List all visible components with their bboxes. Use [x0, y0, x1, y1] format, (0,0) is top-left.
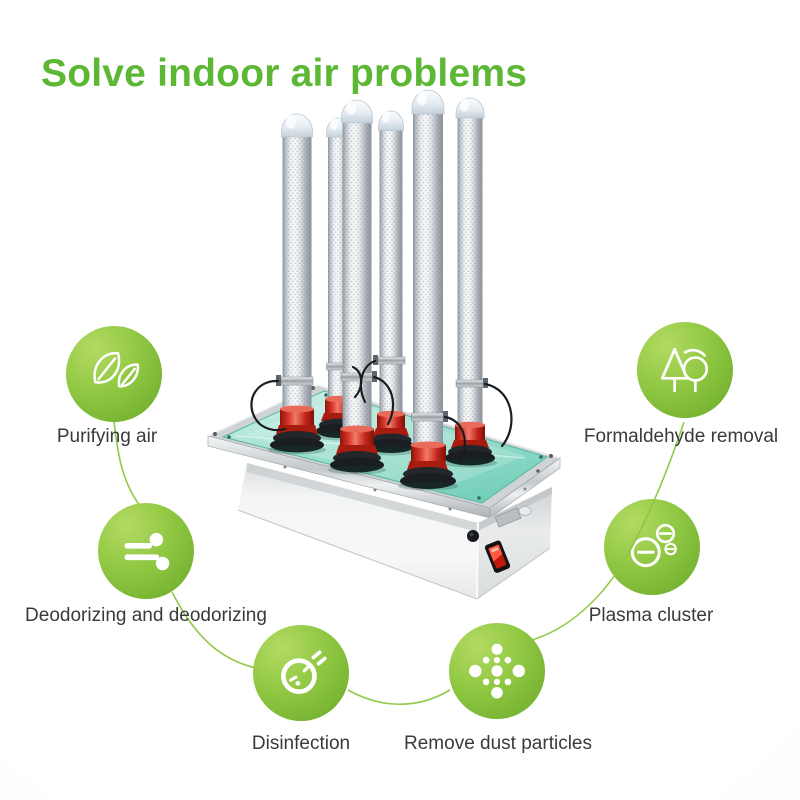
rubber-base: [268, 431, 326, 455]
power-switch: [484, 540, 511, 573]
product-image: [206, 89, 561, 600]
tube-clamp: [455, 379, 485, 388]
feature-badge-formaldehyde-removal: [637, 322, 733, 418]
feature-label-plasma-cluster: Plasma cluster: [588, 605, 714, 626]
feature-badge-remove-dust: [449, 623, 545, 719]
forest-trees-icon: [660, 347, 709, 393]
wind-icon: [124, 532, 170, 571]
feature-badge-deodorizing: [98, 503, 194, 599]
tube-clamp: [411, 412, 445, 422]
tube-clamp: [377, 356, 406, 365]
red-collar: [407, 441, 448, 470]
uv-tube: [443, 97, 497, 468]
uv-tube: [365, 110, 417, 456]
feature-label-disinfection: Disinfection: [251, 733, 351, 754]
feature-label-deodorizing: Deodorizing and deodorizing: [25, 605, 267, 626]
uv-tube: [328, 99, 386, 475]
red-collar: [336, 425, 378, 454]
connector-fitting: [494, 507, 522, 528]
cable-gland: [467, 530, 479, 542]
feature-label-purifying-air: Purifying air: [56, 426, 158, 447]
leaf-icon: [93, 352, 140, 388]
negative-ions-icon: [630, 523, 677, 568]
feature-badge-disinfection: [253, 625, 349, 721]
tube-clamp: [340, 372, 374, 382]
page-title: Solve indoor air problems: [41, 52, 528, 96]
uv-tube: [268, 113, 326, 455]
feature-label-remove-dust: Remove dust particles: [404, 733, 592, 754]
uv-tube: [398, 89, 458, 491]
dust-particles-icon: [469, 643, 525, 699]
rubber-base: [443, 445, 497, 468]
feature-badge-purifying-air: [66, 326, 162, 422]
cables: [250, 359, 513, 465]
red-collar: [373, 410, 409, 436]
tube-clamp: [280, 376, 314, 386]
red-collar: [451, 421, 489, 448]
rubber-base: [328, 451, 386, 475]
disinfection-lens-icon: [281, 650, 327, 694]
connector-cap: [518, 506, 532, 516]
rubber-base: [398, 467, 458, 491]
rubber-base: [365, 433, 417, 456]
feature-label-formaldehyde-removal: Formaldehyde removal: [583, 426, 779, 447]
feature-badge-plasma-cluster: [604, 499, 700, 595]
